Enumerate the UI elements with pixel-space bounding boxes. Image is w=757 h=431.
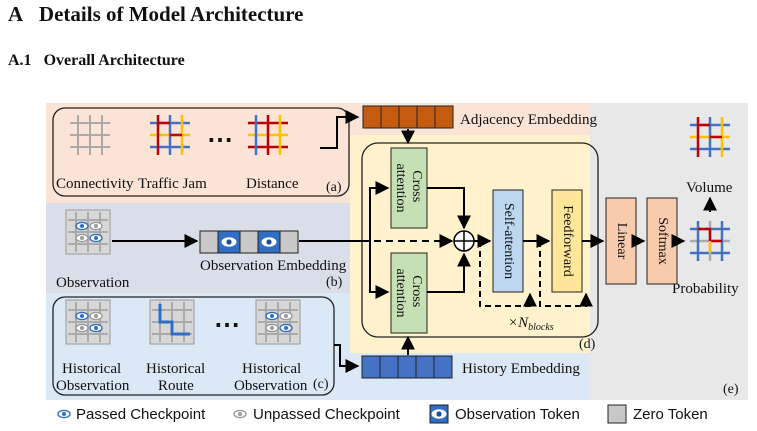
label-connectivity: Connectivity [56, 176, 134, 192]
feedforward-block [551, 189, 583, 293]
self-attention-block [492, 189, 524, 293]
label-historical-1a: Historical [62, 361, 121, 377]
legend-zero-token: Zero Token [633, 406, 708, 423]
add-operator [453, 230, 475, 252]
label-historical-1b: Observation [56, 378, 130, 394]
label-historical-3b: Observation [234, 378, 308, 394]
history-embedding-tokens [361, 355, 453, 379]
historical-route-grid [149, 299, 195, 345]
panel-e-tag: (e) [723, 382, 739, 397]
label-historical-2b: Route [158, 378, 194, 394]
observation-embedding-tokens [199, 230, 299, 254]
panel-b-tag: (b) [326, 275, 343, 290]
label-traffic-jam: Traffic Jam [138, 176, 207, 192]
panel-c-ellipsis: ⋯ [214, 310, 240, 339]
distance-grid [248, 115, 288, 155]
self-attention-label: Self-attention [501, 203, 516, 279]
historical-observation-grid-1 [66, 300, 110, 344]
label-distance: Distance [246, 176, 299, 192]
eye-blue-icon [57, 409, 71, 419]
eye-gray-icon [233, 409, 247, 419]
observation-token-icon [429, 404, 449, 424]
cross-attention-top [390, 147, 428, 229]
label-probability: Probability [672, 281, 739, 297]
zero-token-icon [607, 404, 627, 424]
label-historical-3a: Historical [242, 361, 301, 377]
panel-a-tag: (a) [326, 180, 342, 195]
adjacency-embedding-label: Adjacency Embedding [460, 112, 598, 128]
linear-label: Linear [614, 223, 629, 260]
history-embedding-label: History Embedding [462, 361, 580, 377]
legend-unpassed-checkpoint: Unpassed Checkpoint [253, 406, 401, 423]
panel-a-border [52, 107, 350, 197]
panel-d-tag: (d) [579, 337, 596, 352]
cross-attention-bottom [390, 252, 428, 334]
observation-grid [66, 210, 110, 254]
legend-passed-checkpoint: Passed Checkpoint [76, 406, 206, 423]
section-heading: A Details of Model Architecture [8, 2, 304, 26]
svg-text:Cross attention: Cross attention [393, 164, 424, 213]
panel-a-ellipsis: ⋯ [207, 125, 233, 154]
adjacency-embedding-tokens [362, 105, 454, 129]
subsection-heading: A.1 Overall Architecture [8, 52, 185, 69]
legend-observation-token: Observation Token [455, 406, 580, 423]
historical-observation-grid-2 [256, 300, 300, 344]
panel-c-tag: (c) [313, 377, 329, 392]
feedforward-label: Feedforward [560, 205, 575, 277]
label-volume: Volume [686, 180, 733, 196]
probability-grid [690, 221, 730, 261]
label-observation: Observation [56, 275, 130, 291]
softmax-label: Softmax [655, 217, 670, 264]
label-historical-2a: Historical [146, 361, 205, 377]
svg-text:Cross attention: Cross attention [393, 269, 424, 318]
observation-embedding-label: Observation Embedding [200, 258, 347, 274]
repeat-label: ×Nblocks [508, 315, 554, 333]
